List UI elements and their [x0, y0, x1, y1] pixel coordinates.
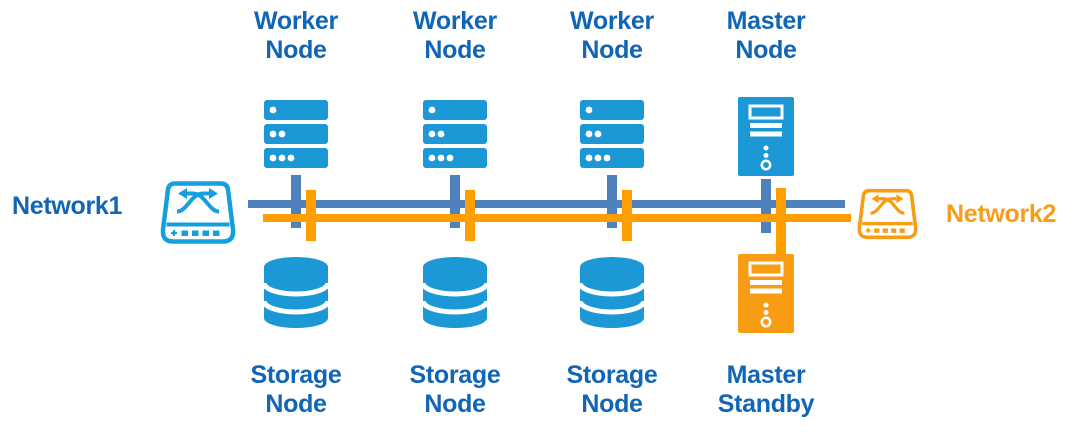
rack-server-icon	[423, 100, 487, 168]
storage-node-label: Storage Node	[218, 361, 374, 419]
worker-node-label: Worker Node	[218, 7, 374, 65]
label-line: Node	[265, 36, 327, 64]
label-line: Storage	[250, 361, 342, 389]
label-line: Node	[735, 36, 797, 64]
network2-label: Network2	[946, 200, 1057, 228]
database-icon	[422, 256, 488, 329]
storage-node-label: Storage Node	[377, 361, 533, 419]
label-line: Node	[581, 36, 643, 64]
tower-server-icon	[738, 97, 794, 176]
label-line: Worker	[570, 7, 654, 35]
database-icon	[579, 256, 645, 329]
network1-bus-line	[248, 200, 845, 208]
label-line: Node	[424, 36, 486, 64]
worker-node-label: Worker Node	[534, 7, 690, 65]
label-line: Storage	[566, 361, 658, 389]
worker-node-label: Worker Node	[377, 7, 533, 65]
label-line: Standby	[717, 390, 815, 418]
label-line: Node	[424, 390, 486, 418]
label-line: Storage	[409, 361, 501, 389]
label-line: Worker	[254, 7, 338, 35]
tower-server-icon	[738, 254, 794, 333]
network-switch-icon	[160, 180, 236, 245]
rack-server-icon	[264, 100, 328, 168]
network2-bus-line	[263, 214, 851, 222]
label-line: Worker	[413, 7, 497, 35]
database-icon	[263, 256, 329, 329]
label-line: Master	[726, 7, 806, 35]
label-line: Node	[581, 390, 643, 418]
master-node-label: Master Node	[688, 7, 844, 65]
network1-label: Network1	[12, 192, 123, 220]
label-line: Node	[265, 390, 327, 418]
storage-node-label: Storage Node	[534, 361, 690, 419]
network-switch-icon	[857, 188, 918, 240]
label-line: Master	[726, 361, 806, 389]
rack-server-icon	[580, 100, 644, 168]
master-standby-label: Master Standby	[688, 361, 844, 419]
